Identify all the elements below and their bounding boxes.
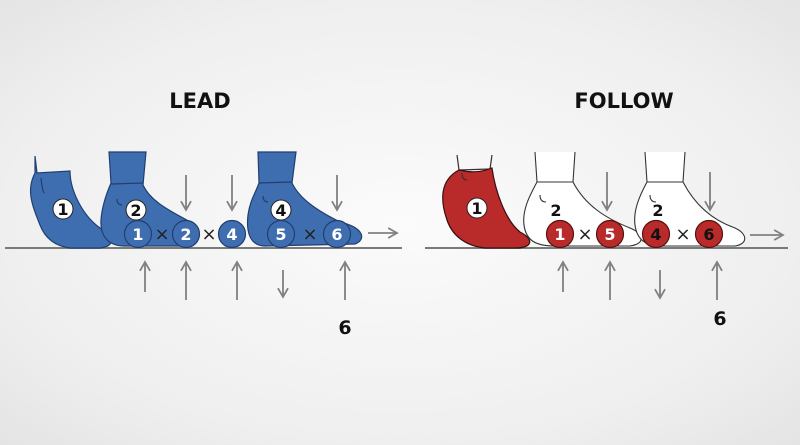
contact-number: 2: [180, 225, 191, 244]
lead-foot-1: [29, 155, 112, 249]
label-badge: [466, 197, 488, 219]
lead-contact-point: 1: [123, 219, 153, 249]
follow-title: FOLLOW: [574, 89, 673, 113]
multiply-sign: ×: [577, 224, 592, 245]
contact-circle: [322, 219, 352, 249]
follow-contact-point: 1: [545, 219, 575, 249]
multiply-sign: ×: [154, 224, 169, 245]
contact-circle: [123, 219, 153, 249]
lead-contact-point: 5: [266, 219, 296, 249]
contact-circle: [171, 219, 201, 249]
follow-foot-label: 1: [466, 197, 488, 219]
lead-contact-point: 4: [217, 219, 247, 249]
foot-label-text: 2: [550, 201, 561, 220]
contact-circle: [595, 219, 625, 249]
multiply-sign: ×: [675, 224, 690, 245]
multiply-sign: ×: [201, 224, 216, 245]
contact-number: 5: [275, 225, 286, 244]
contact-circle: [641, 219, 671, 249]
follow-foot-label: 2: [652, 201, 663, 220]
contact-circle: [217, 219, 247, 249]
contact-number: 4: [650, 225, 661, 244]
follow-contact-point: 5: [595, 219, 625, 249]
lead-foot-label: 1: [52, 198, 74, 220]
follow-bottom-label: 6: [713, 308, 726, 330]
label-badge: [125, 199, 147, 221]
lead-contact-point: 2: [171, 219, 201, 249]
follow-foot-label: 2: [550, 201, 561, 220]
contact-circle: [545, 219, 575, 249]
lead-foot-label: 2: [125, 199, 147, 221]
label-badge: [52, 198, 74, 220]
foot-label-text: 4: [275, 201, 286, 220]
foot-label-text: 2: [652, 201, 663, 220]
foot-label-text: 1: [57, 200, 68, 219]
contact-circle: [266, 219, 296, 249]
contact-number: 1: [554, 225, 565, 244]
foot-label-text: 2: [130, 201, 141, 220]
lead-bottom-label: 6: [338, 317, 351, 339]
contact-number: 1: [132, 225, 143, 244]
contact-number: 4: [226, 225, 237, 244]
diagram-marks: 1 2 4 1 2 2 1 2 4 5 6 1 5 4 6 × × × × × 6 6: [52, 172, 785, 339]
follow-contact-point: 4: [641, 219, 671, 249]
multiply-sign: ×: [302, 224, 317, 245]
contact-number: 6: [703, 225, 714, 244]
contact-number: 5: [604, 225, 615, 244]
follow-contact-point: 6: [694, 219, 724, 249]
foot-label-text: 1: [471, 199, 482, 218]
lead-foot-label: 4: [270, 199, 292, 221]
lead-title: LEAD: [169, 89, 230, 113]
lead-contact-point: 6: [322, 219, 352, 249]
contact-number: 6: [331, 225, 342, 244]
contact-circle: [694, 219, 724, 249]
follow-foot-1: [442, 154, 531, 249]
